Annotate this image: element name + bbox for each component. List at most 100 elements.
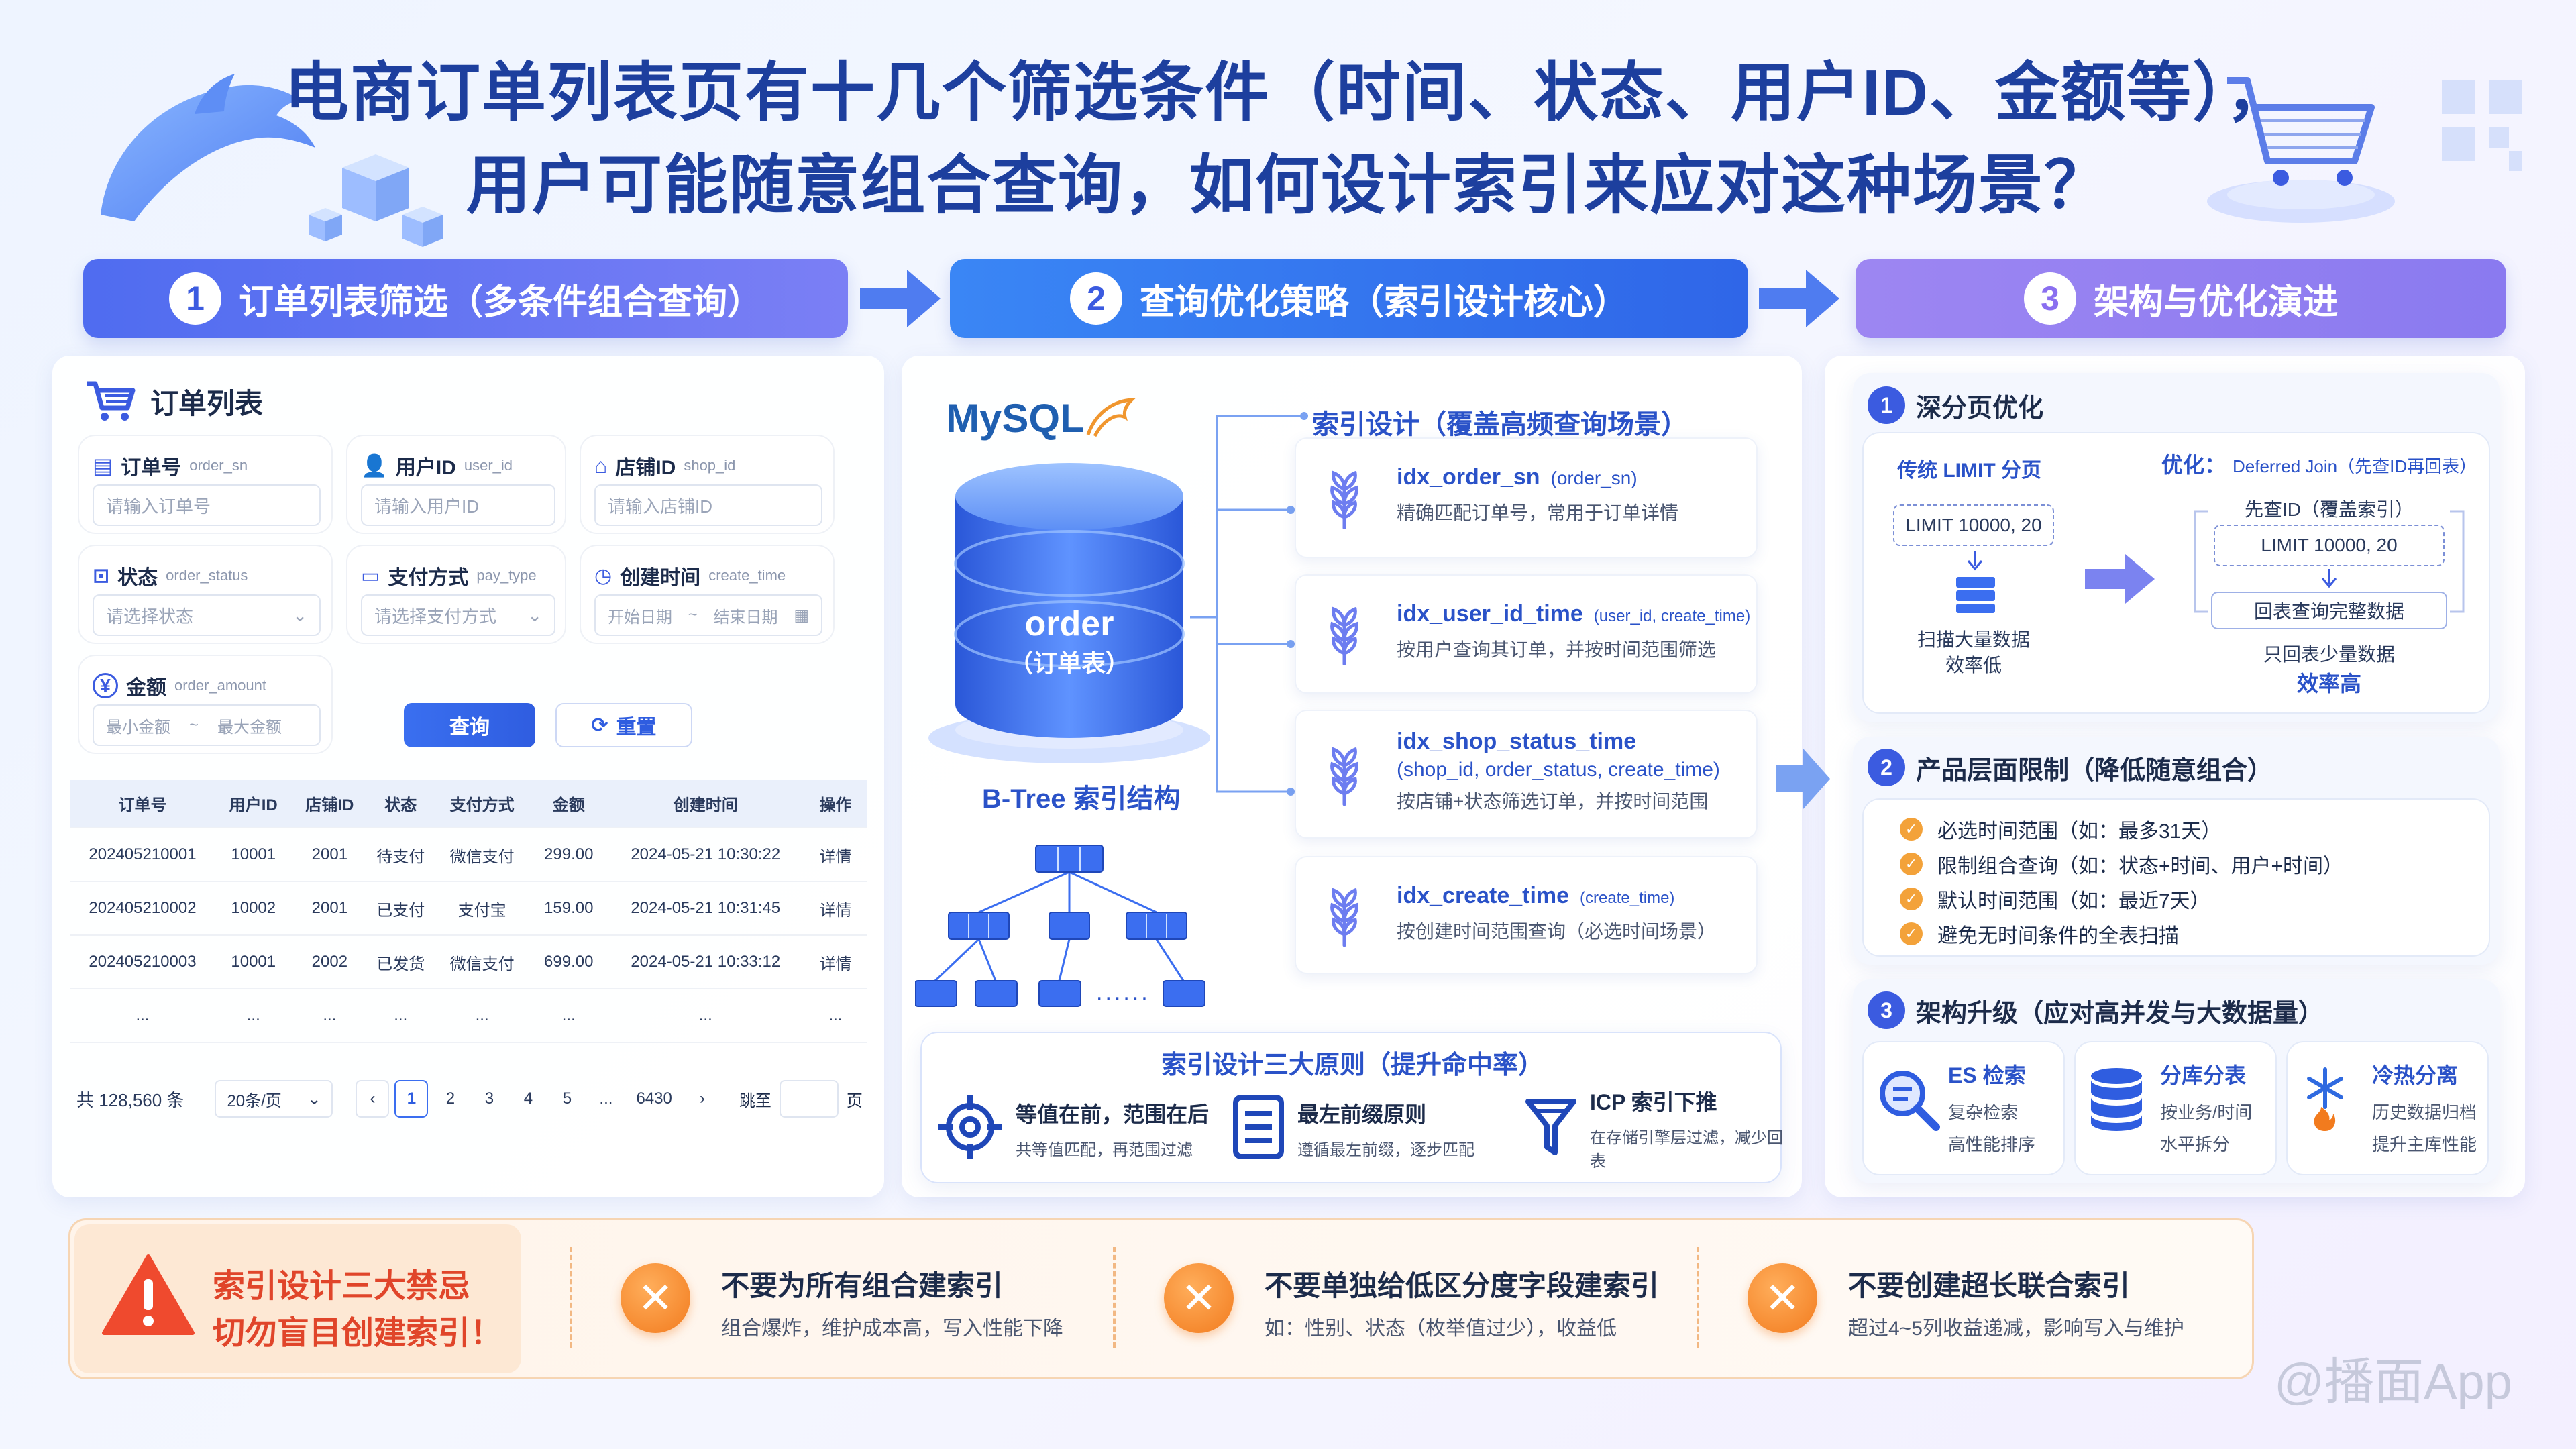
opt-step-2: LIMIT 10000, 20 bbox=[2214, 525, 2445, 566]
start-date: 开始日期 bbox=[608, 608, 672, 627]
status-select[interactable]: 请选择状态⌄ bbox=[93, 594, 321, 636]
table-cell: 202405210003 bbox=[89, 953, 197, 971]
page-button[interactable]: 3 bbox=[484, 1089, 494, 1108]
table-cell: 2001 bbox=[311, 899, 348, 917]
page-button[interactable]: 4 bbox=[523, 1089, 533, 1108]
table-cell: 10002 bbox=[231, 899, 276, 917]
close-icon: ✕ bbox=[1748, 1263, 1817, 1333]
wheat-icon bbox=[1330, 747, 1358, 806]
detail-link[interactable]: 详情 bbox=[819, 901, 852, 920]
arrow-right-icon bbox=[2085, 554, 2155, 604]
cube-decor-icon bbox=[309, 154, 443, 247]
database-icon bbox=[2086, 1065, 2147, 1136]
btree-label: B-Tree 索引结构 bbox=[982, 784, 1181, 814]
divider bbox=[570, 1247, 572, 1348]
principle-title: 最左前缀原则 bbox=[1297, 1102, 1427, 1126]
user-id-input[interactable]: 请输入用户ID bbox=[361, 484, 555, 526]
table-cell: 微信支付 bbox=[449, 847, 515, 866]
product-limits-body bbox=[1862, 798, 2490, 957]
section-number: 3 bbox=[1868, 991, 1905, 1029]
end-date: 结束日期 bbox=[713, 608, 778, 627]
architecture-heading: 架构升级（应对高并发与大数据量） bbox=[1916, 999, 2324, 1028]
detail-link[interactable]: 详情 bbox=[819, 847, 852, 866]
opt-note-1: 只回表少量数据 bbox=[2263, 644, 2395, 665]
mysql-dolphin-icon bbox=[1086, 398, 1136, 437]
calendar-icon: ▦ bbox=[794, 606, 809, 625]
total-count: 共 128,560 条 bbox=[76, 1089, 184, 1110]
pay-type-select[interactable]: 请选择支付方式⌄ bbox=[361, 594, 555, 636]
detail-link[interactable]: 详情 bbox=[819, 955, 852, 973]
amount-range-input[interactable]: 最小金额~最大金额 bbox=[93, 704, 321, 746]
filter-label: 支付方式 bbox=[388, 567, 469, 589]
table-cell: ... bbox=[828, 1006, 843, 1024]
page-button[interactable]: 1 bbox=[394, 1080, 429, 1118]
index-design-heading: 索引设计（覆盖高频查询场景） bbox=[1312, 410, 1688, 439]
order-sn-input[interactable]: 请输入订单号 bbox=[93, 484, 321, 526]
warning-icon bbox=[102, 1254, 195, 1335]
principle-item: ICP 索引下推在存储引擎层过滤，减少回表 bbox=[1524, 1088, 1787, 1171]
table-cell: ... bbox=[246, 1006, 260, 1024]
table-cell: ... bbox=[394, 1006, 408, 1024]
phase-3-label: 架构与优化演进 bbox=[2093, 282, 2338, 322]
jump-input[interactable] bbox=[779, 1080, 839, 1118]
table-header-cell: 创建时间 bbox=[606, 780, 804, 828]
index-description: 精确匹配订单号，常用于订单详情 bbox=[1397, 502, 1679, 523]
filter-icon bbox=[1524, 1095, 1578, 1163]
shopping-cart-decor-icon bbox=[2207, 77, 2395, 223]
snowflake-icon bbox=[2298, 1065, 2352, 1136]
page-button[interactable]: ... bbox=[599, 1089, 613, 1108]
prev-page-button[interactable]: ‹ bbox=[356, 1080, 390, 1118]
query-label: 查询 bbox=[449, 716, 490, 739]
phase-1-number: 1 bbox=[168, 272, 221, 325]
next-page-button[interactable]: › bbox=[699, 1089, 705, 1108]
taboo-desc: 如：性别、状态（枚举值过少），收益低 bbox=[1265, 1318, 1617, 1340]
limit-text: 默认时间范围（如：最近7天） bbox=[1937, 890, 2210, 912]
shop-id-input[interactable]: 请输入店铺ID bbox=[594, 484, 822, 526]
query-button[interactable]: 查询 bbox=[404, 703, 535, 747]
page-button[interactable]: 2 bbox=[445, 1089, 455, 1108]
limit-item: ✓避免无时间条件的全表扫描 bbox=[1900, 916, 2343, 951]
principle-item: 等值在前，范围在后共等值匹配，再范围过滤 bbox=[936, 1088, 1216, 1169]
index-description: 按用户查询其订单，并按时间范围筛选 bbox=[1397, 639, 1717, 660]
index-name: idx_order_sn bbox=[1397, 464, 1540, 490]
opt-step-1: 先查ID（覆盖索引） bbox=[2244, 499, 2414, 520]
divider bbox=[1113, 1247, 1116, 1348]
opt-label: 优化： bbox=[2161, 453, 2226, 477]
btree-diagram bbox=[915, 845, 1205, 1007]
architecture-title: 分库分表 bbox=[2160, 1063, 2247, 1087]
wallet-icon: ▭ bbox=[361, 564, 380, 587]
table-cell: ... bbox=[561, 1006, 576, 1024]
wheat-icon bbox=[1330, 606, 1358, 665]
filter-label: 金额 bbox=[126, 677, 166, 699]
table-cell: 2024-05-21 10:30:22 bbox=[631, 845, 781, 863]
list-icon bbox=[1232, 1094, 1285, 1163]
filter-label: 创建时间 bbox=[620, 567, 701, 589]
principle-desc: 在存储引擎层过滤，减少回表 bbox=[1590, 1129, 1783, 1171]
input-placeholder: 请输入用户ID bbox=[374, 496, 480, 517]
check-icon: ✓ bbox=[1900, 888, 1923, 910]
table-header-cell: 状态 bbox=[368, 780, 434, 828]
phase-2-banner: 2 查询优化策略（索引设计核心） bbox=[950, 259, 1748, 338]
page-size-select[interactable]: 20条/页⌄ bbox=[215, 1080, 333, 1118]
page-button[interactable]: 5 bbox=[562, 1089, 572, 1108]
date-range-input[interactable]: 开始日期~结束日期▦ bbox=[594, 594, 822, 636]
close-icon: ✕ bbox=[621, 1263, 690, 1333]
max-amount: 最大金额 bbox=[217, 718, 282, 737]
section-number: 1 bbox=[1868, 386, 1905, 424]
reset-button[interactable]: ⟳重置 bbox=[555, 703, 692, 747]
search-icon bbox=[1874, 1065, 1941, 1136]
clock-icon: ◷ bbox=[594, 564, 612, 587]
page-button[interactable]: 6430 bbox=[636, 1089, 672, 1108]
table-cell: 699.00 bbox=[544, 953, 594, 971]
opt-note-2: 效率高 bbox=[2296, 672, 2361, 696]
mysql-brand: MySQL bbox=[946, 396, 1085, 441]
architecture-item: 分库分表按业务/时间水平拆分 bbox=[2074, 1041, 2277, 1175]
architecture-line-2: 提升主库性能 bbox=[2372, 1134, 2477, 1155]
